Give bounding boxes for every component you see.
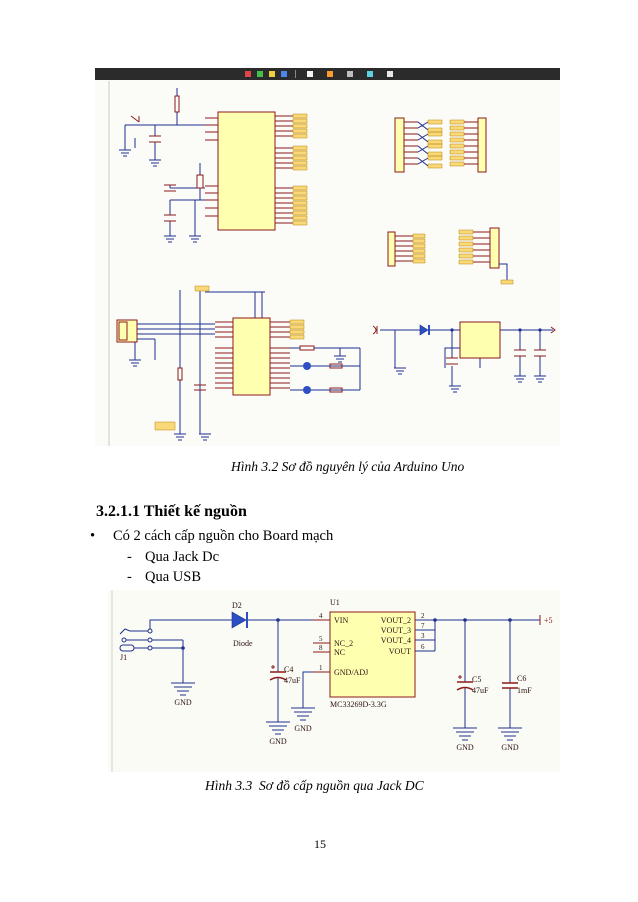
ground-symbol-icon: GND xyxy=(291,707,315,733)
c6-capacitor: C6 1mF xyxy=(502,674,532,695)
pin-number: 1 xyxy=(319,664,323,672)
c6-designator: C6 xyxy=(517,674,526,683)
jack-dc-power-schematic-figure: J1 D2 Diode C4 47uF U1 4 5 8 1 VIN NC_2 … xyxy=(108,590,560,772)
pin-number: 2 xyxy=(421,612,425,620)
u1-designator: U1 xyxy=(330,598,340,607)
page-number: 15 xyxy=(314,837,326,851)
pin-number: 6 xyxy=(421,643,425,651)
c4-capacitor: C4 47uF xyxy=(269,665,301,685)
bullet-text: Có 2 cách cấp nguồn cho Board mạch xyxy=(113,528,334,544)
gnd-label: GND xyxy=(174,698,192,707)
gnd-label: GND xyxy=(501,743,519,752)
gnd-label: GND xyxy=(269,737,287,746)
ground-symbol-icon: GND xyxy=(266,721,290,746)
pin-name: VOUT_4 xyxy=(381,636,411,645)
status-led-indicators xyxy=(303,362,343,394)
pin-number: 3 xyxy=(421,632,425,640)
c5-value: 47uF xyxy=(472,686,489,695)
list-item-jack-dc: Qua Jack Dc xyxy=(145,549,220,565)
j1-dc-jack: J1 xyxy=(119,628,153,662)
ground-symbol-icon: GND xyxy=(453,727,477,752)
j1-designator: J1 xyxy=(120,653,127,662)
pin-name: GND/ADJ xyxy=(334,668,368,677)
c5-capacitor: C5 47uF xyxy=(456,675,489,695)
list-marker: - xyxy=(127,569,132,585)
digital-header-connectors xyxy=(394,117,487,173)
pin-name: NC_2 xyxy=(334,639,353,648)
pin-number: 4 xyxy=(319,612,323,620)
pin-name: VOUT_3 xyxy=(381,626,411,635)
u1-voltage-regulator: U1 4 5 8 1 VIN NC_2 NC GND/ADJ VOUT_2 VO… xyxy=(319,598,425,709)
bullet-marker: • xyxy=(90,528,96,544)
list-marker: - xyxy=(127,549,132,565)
pin-name: VIN xyxy=(334,616,348,625)
circuit-wires xyxy=(149,618,540,728)
c6-value: 1mF xyxy=(517,686,532,695)
atmega16u2-ic xyxy=(154,285,361,441)
d2-diode: D2 Diode xyxy=(231,601,253,648)
gnd-label: GND xyxy=(294,724,312,733)
ground-symbol-icon: GND xyxy=(498,727,522,752)
arduino-uno-schematic-figure xyxy=(95,68,560,446)
pin-number: 8 xyxy=(319,644,323,652)
c5-designator: C5 xyxy=(472,675,481,684)
d2-designator: D2 xyxy=(232,601,242,610)
plus5-power-port: +5 xyxy=(539,615,553,625)
figure-3-3-caption: Hình 3.3 Sơ đồ cấp nguồn qua Jack DC xyxy=(205,778,424,793)
gnd-label: GND xyxy=(456,743,474,752)
ground-symbol-icon: GND xyxy=(171,682,195,707)
power-regulator-section xyxy=(372,321,556,393)
schematic-editor-toolbar xyxy=(95,68,560,80)
analog-header-connectors xyxy=(387,227,514,285)
reset-and-clock-circuit xyxy=(119,88,205,243)
atmega328-ic xyxy=(205,111,308,231)
u1-part-number: MC33269D-3.3G xyxy=(330,700,387,709)
figure-3-2-caption: Hình 3.2 Sơ đồ nguyên lý của Arduino Uno xyxy=(231,459,465,474)
section-heading: 3.2.1.1 Thiết kế nguồn xyxy=(96,503,247,520)
pin-number: 7 xyxy=(421,622,425,630)
list-item-usb: Qua USB xyxy=(145,569,201,585)
c4-value: 47uF xyxy=(284,676,301,685)
pin-name: NC xyxy=(334,648,345,657)
pin-name: VOUT_2 xyxy=(381,616,411,625)
pin-number: 5 xyxy=(319,635,323,643)
power-port-label: +5 xyxy=(544,616,553,625)
pin-name: VOUT xyxy=(389,647,411,656)
usb-connector xyxy=(116,319,215,367)
c4-designator: C4 xyxy=(284,665,293,674)
d2-value: Diode xyxy=(233,639,253,648)
